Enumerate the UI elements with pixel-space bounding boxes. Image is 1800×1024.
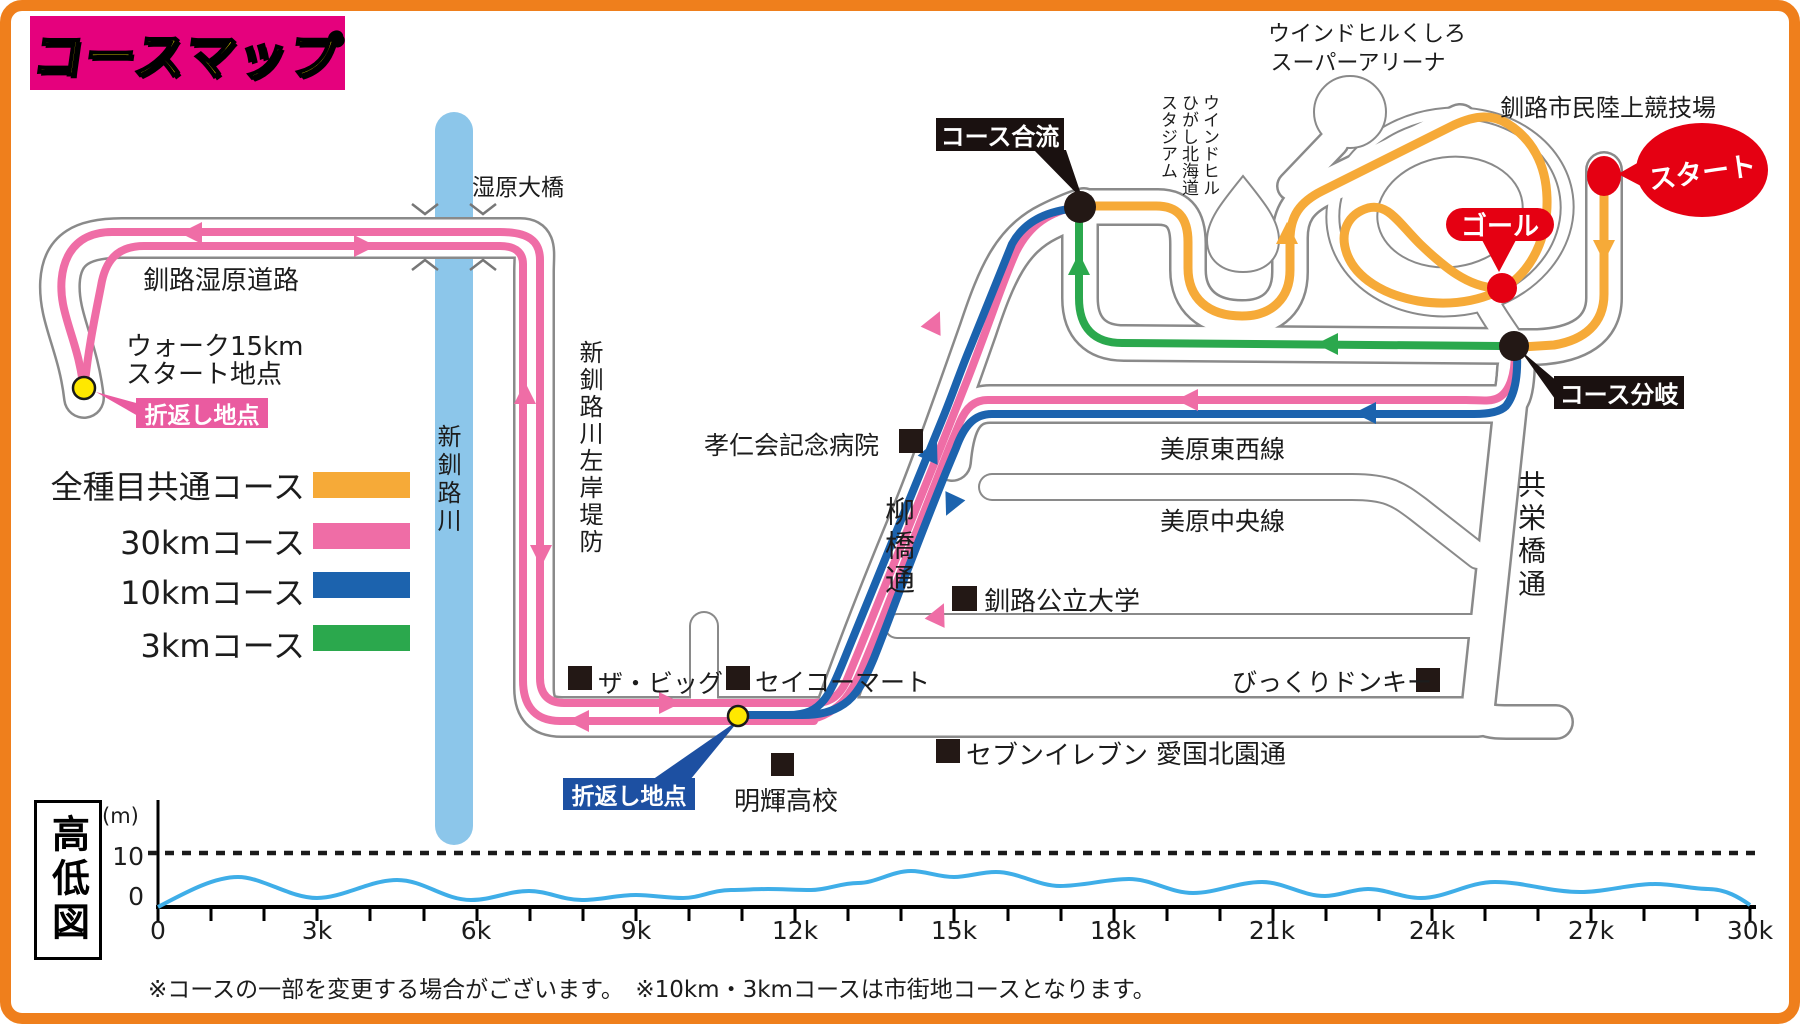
elevation-curve bbox=[157, 868, 1752, 909]
shin-kushiro-river bbox=[435, 112, 473, 845]
map-title: コースマップ bbox=[28, 27, 347, 88]
course-split-dot bbox=[1499, 331, 1529, 361]
course-note: ※コースの一部を変更する場合がございます。 ※10km・3kmコースは市街地コー… bbox=[148, 977, 1156, 1003]
legend-label-10km: 10kmコース bbox=[120, 574, 305, 612]
label-aikoku: 愛国北園通 bbox=[1156, 740, 1287, 770]
xtick-21k: 21k bbox=[1248, 916, 1296, 945]
goal-dot bbox=[1487, 273, 1517, 303]
goal-pointer bbox=[1482, 240, 1516, 272]
badge-goal: ゴール bbox=[1446, 208, 1554, 242]
meiki-square bbox=[771, 753, 794, 776]
badge-course-split: コース分岐 bbox=[1554, 376, 1684, 409]
label-thebig: ザ・ビッグ bbox=[598, 669, 724, 698]
label-shitsugen-road: 釧路湿原道路 bbox=[143, 266, 300, 296]
label-donkey: びっくりドンキー bbox=[1232, 668, 1433, 697]
xtick-24k: 24k bbox=[1408, 916, 1456, 945]
xtick-0: 0 bbox=[150, 916, 166, 945]
legend-label-common: 全種目共通コース bbox=[50, 468, 305, 506]
legend-swatch-10km bbox=[313, 572, 410, 598]
label-athletics-stadium: 釧路市民陸上競技場 bbox=[1500, 94, 1716, 122]
start-dot bbox=[1587, 156, 1621, 196]
label-seven: セブンイレブン bbox=[966, 741, 1149, 771]
donkey-square bbox=[1416, 668, 1440, 692]
legend-swatch-common bbox=[313, 472, 410, 498]
label-arena: ウインドヒルくしろ スーパーアリーナ bbox=[1268, 22, 1467, 76]
thebig-square bbox=[568, 666, 592, 690]
xtick-18k: 18k bbox=[1089, 916, 1137, 945]
xtick-27k: 27k bbox=[1567, 916, 1615, 945]
university-square bbox=[952, 586, 977, 611]
label-yanagibashi: 柳橋通 bbox=[879, 496, 914, 598]
split-pointer bbox=[1520, 350, 1560, 406]
label-walk-start-1: ウォーク15km bbox=[126, 332, 304, 362]
label-embankment: 新釧路川左岸堤防 bbox=[575, 340, 603, 556]
label-university: 釧路公立大学 bbox=[984, 587, 1141, 617]
course-direction-arrows bbox=[180, 222, 1615, 732]
elevation-panel-title-box: 高低図 bbox=[34, 800, 102, 960]
landmark-squares bbox=[568, 429, 1440, 776]
elevation-panel-title: 高低図 bbox=[45, 814, 90, 946]
xtick-3k: 3k bbox=[301, 916, 333, 945]
course-3km-line bbox=[1075, 208, 1504, 350]
merge-pointer bbox=[1034, 150, 1083, 200]
seico-square bbox=[726, 666, 750, 690]
legend-swatch-3km bbox=[313, 625, 410, 651]
xtick-30k: 30k bbox=[1726, 916, 1774, 945]
hospital-square bbox=[899, 429, 923, 453]
higashi-hokkaido-stadium-outline bbox=[1205, 174, 1281, 274]
xtick-6k: 6k bbox=[460, 916, 492, 945]
legend-swatch-30km bbox=[313, 523, 410, 549]
elevation-unit: (m) bbox=[102, 804, 139, 828]
walk-turnaround-dot bbox=[71, 375, 97, 401]
city-turnaround-dot bbox=[726, 704, 750, 728]
start-bubble bbox=[1636, 123, 1768, 217]
legend-label-3km: 3kmコース bbox=[140, 627, 305, 665]
label-mihara-ew: 美原東西線 bbox=[1160, 435, 1286, 464]
label-seicomart: セイコーマート bbox=[755, 668, 931, 697]
label-kyoeibashi: 共栄橋通 bbox=[1514, 470, 1547, 602]
blue-turnaround-pointer bbox=[652, 719, 740, 780]
badge-turnaround-city: 折返し地点 bbox=[563, 778, 695, 810]
label-mihara-chuo: 美原中央線 bbox=[1160, 507, 1286, 536]
bridge-marks bbox=[411, 203, 497, 271]
elevation-y0: 0 bbox=[128, 882, 144, 911]
elevation-y10: 10 bbox=[112, 842, 144, 871]
x-ticks bbox=[156, 907, 1752, 921]
label-hospital: 孝仁会記念病院 bbox=[704, 431, 880, 460]
badge-course-merge: コース合流 bbox=[936, 118, 1064, 151]
xtick-9k: 9k bbox=[620, 916, 652, 945]
legend-swatches bbox=[313, 472, 410, 651]
xtick-15k: 15k bbox=[930, 916, 978, 945]
course-10km-line bbox=[738, 204, 1522, 719]
xtick-12k: 12k bbox=[771, 916, 819, 945]
elevation-chart bbox=[148, 800, 1762, 921]
legend-label-30km: 30kmコース bbox=[120, 524, 305, 562]
label-walk-start-2: スタート地点 bbox=[126, 360, 283, 390]
label-bridge: 湿原大橋 bbox=[472, 175, 564, 201]
label-river: 新釧路川 bbox=[433, 424, 461, 536]
map-title-banner: コースマップ bbox=[28, 16, 347, 90]
label-stadium-vertical: ウインドヒル ひがし北海道 スタジアム bbox=[1157, 94, 1219, 196]
badge-turnaround-walk: 折返し地点 bbox=[136, 398, 268, 429]
label-meiki: 明輝高校 bbox=[734, 787, 839, 817]
seven-square bbox=[936, 739, 960, 763]
course-merge-dot bbox=[1064, 191, 1096, 223]
course-common-line bbox=[1079, 112, 1609, 352]
